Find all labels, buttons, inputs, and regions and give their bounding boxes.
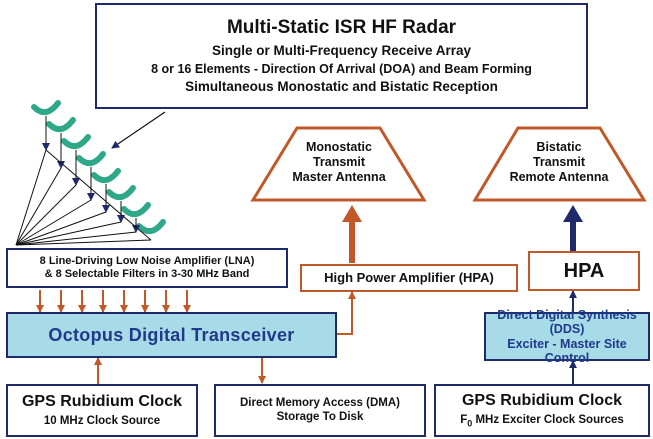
gps-clock-left: GPS Rubidium Clock 10 MHz Clock Source <box>6 384 198 437</box>
dds-box: Direct Digital Synthesis (DDS) Exciter -… <box>484 308 650 365</box>
hpa-box: High Power Amplifier (HPA) <box>300 264 518 292</box>
title-box: Multi-Static ISR HF Radar Single or Mult… <box>95 3 588 109</box>
gps-right-subtitle: F0 MHz Exciter Clock Sources <box>460 413 624 429</box>
transceiver-box: Octopus Digital Transceiver <box>6 312 337 358</box>
lna-box: 8 Line-Driving Low Noise Amplifier (LNA)… <box>6 248 288 288</box>
diagram-title: Multi-Static ISR HF Radar <box>226 17 457 39</box>
monostatic-antenna-shape <box>250 126 427 202</box>
gps-clock-right: GPS Rubidium Clock F0 MHz Exciter Clock … <box>434 384 650 437</box>
bistatic-antenna-shape <box>472 126 647 202</box>
lna-to-transceiver-arrows <box>36 290 191 313</box>
title-line-3: Simultaneous Monostatic and Bistatic Rec… <box>185 79 498 95</box>
bistatic-antenna-label: Bistatic Transmit Remote Antenna <box>509 140 609 184</box>
dma-box: Direct Memory Access (DMA) Storage To Di… <box>214 384 426 437</box>
receive-array-icon <box>31 100 166 235</box>
monostatic-antenna-label: Monostatic Transmit Master Antenna <box>292 140 386 184</box>
title-line-1: Single or Multi-Frequency Receive Array <box>211 43 472 59</box>
hpa-remote-box: HPA <box>528 251 640 291</box>
title-line-2: 8 or 16 Elements - Direction Of Arrival … <box>151 61 532 76</box>
